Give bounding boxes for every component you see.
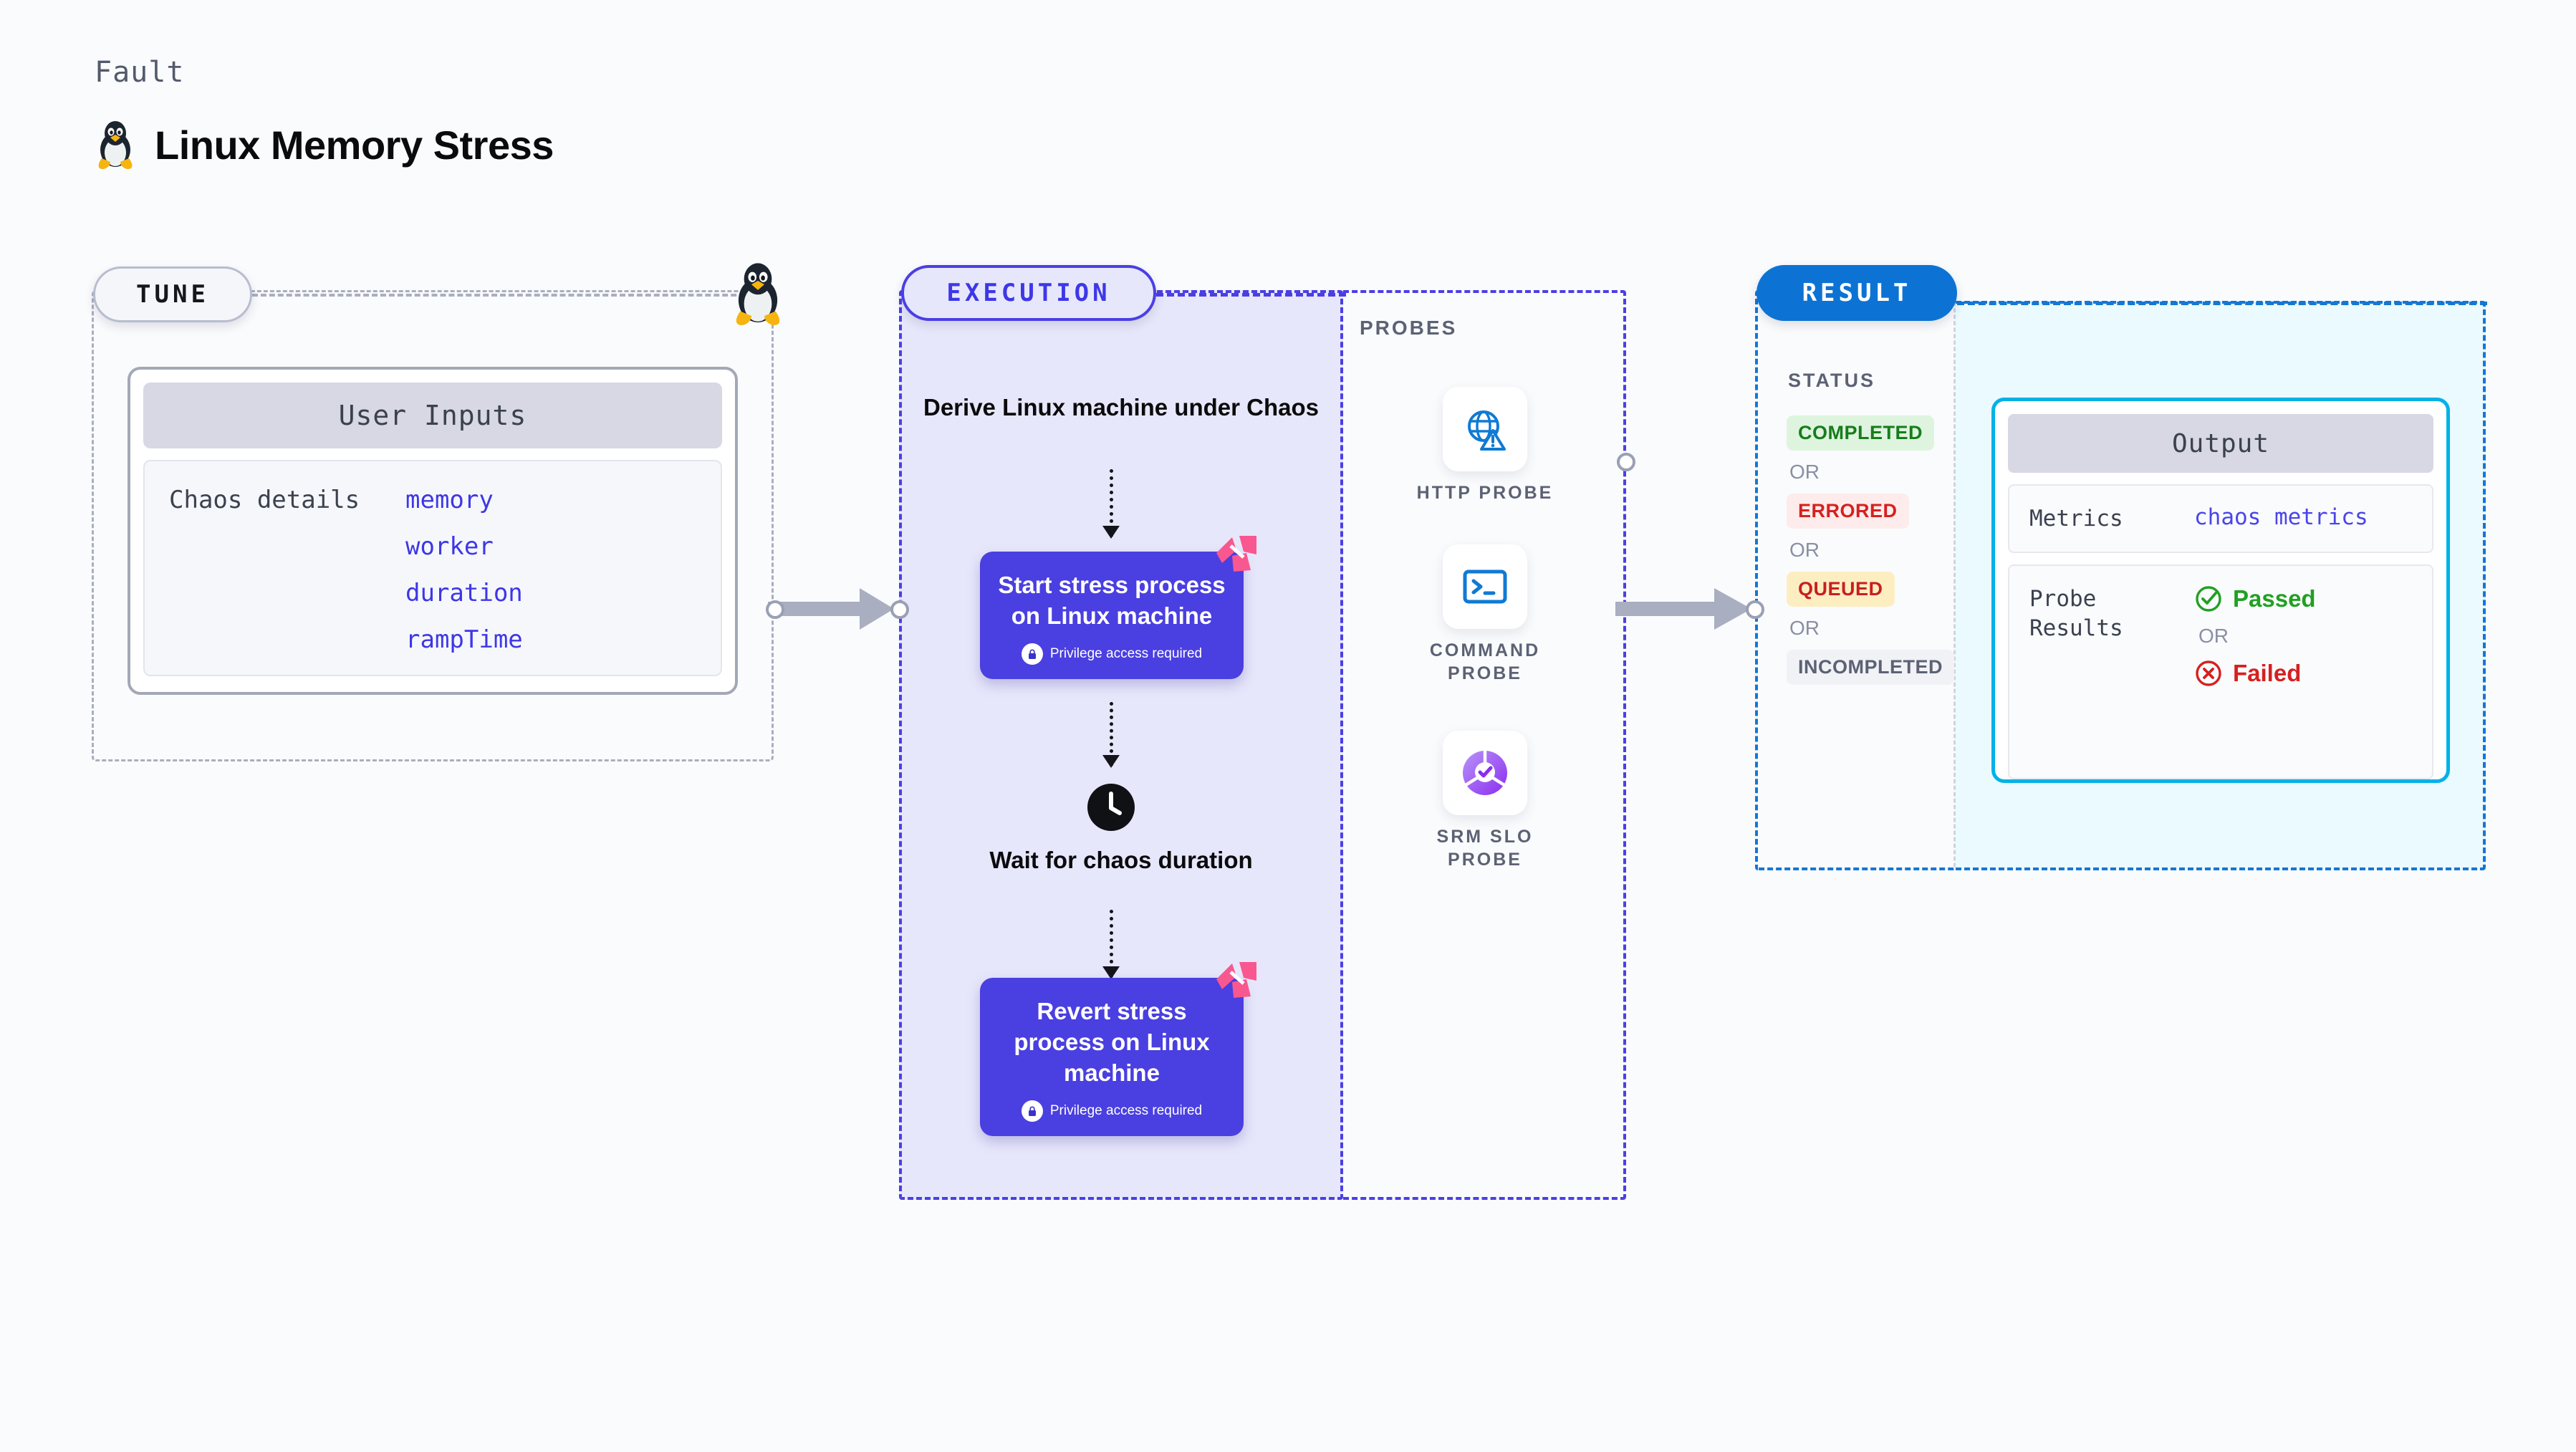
probe-label: COMMAND PROBE <box>1429 640 1541 683</box>
chaos-param-ramptime[interactable]: rampTime <box>405 625 523 654</box>
probe-result-failed-label: Failed <box>2233 660 2302 687</box>
probe-label: SRM SLO PROBE <box>1436 827 1534 870</box>
execution-dashed-top-line <box>1156 293 1346 297</box>
tune-edge-dot <box>766 600 784 619</box>
probe-item-http[interactable]: HTTP PROBE <box>1415 387 1555 504</box>
output-probe-results-row: Probe Results Passed OR Failed <box>2008 564 2433 780</box>
lock-icon <box>1021 1100 1043 1122</box>
result-edge-dot <box>1746 600 1764 619</box>
execution-edge-dot <box>890 600 909 619</box>
status-badge-completed: COMPLETED <box>1787 415 1935 451</box>
arrow-start-to-wait <box>1102 702 1120 768</box>
arrow-wait-to-revert <box>1102 910 1120 979</box>
user-inputs-card: User Inputs Chaos details memory worker … <box>128 367 738 695</box>
lock-icon <box>1021 643 1043 665</box>
or-separator: OR <box>2198 625 2229 648</box>
terminal-icon <box>1463 569 1507 604</box>
linux-tux-icon <box>736 263 780 325</box>
step-revert-title: Revert stress process on Linux machine <box>1014 998 1210 1086</box>
step-revert-privilege: Privilege access required <box>993 1100 1231 1122</box>
probe-result-failed: Failed <box>2194 659 2316 688</box>
result-dashed-top-line <box>1957 302 2487 305</box>
probe-results-values: Passed OR Failed <box>2194 585 2316 688</box>
connector-tune-to-execution <box>768 588 894 630</box>
tune-panel <box>92 290 774 761</box>
fault-kicker-label: Fault <box>95 56 185 89</box>
probe-card <box>1443 387 1527 471</box>
chaos-param-worker[interactable]: worker <box>405 532 494 561</box>
page-title: Linux Memory Stress <box>155 122 554 168</box>
chaos-details-label: Chaos details <box>169 486 360 514</box>
probe-card <box>1443 731 1527 815</box>
step-start-title: Start stress process on Linux machine <box>998 572 1226 629</box>
execution-badge: EXECUTION <box>901 265 1156 321</box>
probe-result-passed: Passed <box>2194 585 2316 613</box>
step-revert-privilege-label: Privilege access required <box>1049 1102 1203 1118</box>
tune-dashed-top-line <box>252 294 754 297</box>
probe-item-srm-slo[interactable]: SRM SLO PROBE <box>1415 731 1555 871</box>
linux-tux-icon <box>98 121 133 169</box>
output-card: Output Metrics chaos metrics Probe Resul… <box>1991 398 2450 783</box>
or-separator: OR <box>1789 461 1820 483</box>
metrics-key: Metrics <box>2029 506 2123 532</box>
metrics-value[interactable]: chaos metrics <box>2194 504 2368 530</box>
output-header: Output <box>2008 414 2433 473</box>
status-badge-errored: ERRORED <box>1787 494 1909 529</box>
chaos-param-duration[interactable]: duration <box>405 579 523 607</box>
step-start-privilege: Privilege access required <box>993 643 1231 665</box>
status-badge-queued: QUEUED <box>1787 572 1895 607</box>
probe-result-passed-label: Passed <box>2233 585 2316 612</box>
probes-section-label: PROBES <box>1360 317 1458 339</box>
status-list: COMPLETED OR ERRORED OR QUEUED OR INCOMP… <box>1787 415 1955 685</box>
connector-execution-to-result <box>1615 588 1751 630</box>
x-circle-icon <box>2196 660 2221 686</box>
or-separator: OR <box>1789 539 1820 561</box>
user-inputs-header: User Inputs <box>143 383 722 448</box>
fault-title-row: Linux Memory Stress <box>93 118 554 171</box>
step-start-privilege-label: Privilege access required <box>1049 645 1203 661</box>
clock-icon <box>1087 784 1135 831</box>
status-badge-incompleted: INCOMPLETED <box>1787 650 1955 685</box>
probe-results-key: Probe Results <box>2029 586 2123 641</box>
user-inputs-body: Chaos details memory worker duration ram… <box>143 460 722 676</box>
check-circle-icon <box>2196 586 2221 612</box>
step-revert-stress-box[interactable]: Revert stress process on Linux machine P… <box>980 962 1256 1136</box>
status-section-label: STATUS <box>1788 370 1875 391</box>
probe-label: HTTP PROBE <box>1416 483 1554 503</box>
slo-gauge-check-icon <box>1463 751 1507 795</box>
result-badge: RESULT <box>1756 265 1957 321</box>
tune-badge: TUNE <box>93 266 252 322</box>
arrow-derive-to-start <box>1102 469 1120 539</box>
step-derive-label: Derive Linux machine under Chaos <box>923 394 1319 420</box>
chaos-logo-icon <box>1216 536 1256 572</box>
probes-edge-dot <box>1617 453 1635 471</box>
step-start-stress-box[interactable]: Start stress process on Linux machine Pr… <box>980 536 1256 679</box>
chaos-param-memory[interactable]: memory <box>405 486 494 514</box>
output-metrics-row: Metrics chaos metrics <box>2008 484 2433 554</box>
probe-item-command[interactable]: COMMAND PROBE <box>1415 544 1555 685</box>
globe-warning-icon <box>1468 410 1506 451</box>
chaos-logo-icon <box>1216 962 1256 998</box>
step-wait-label: Wait for chaos duration <box>989 847 1253 873</box>
probe-card <box>1443 544 1527 629</box>
or-separator: OR <box>1789 617 1820 639</box>
chaos-params-list: memory worker duration rampTime <box>405 486 523 654</box>
